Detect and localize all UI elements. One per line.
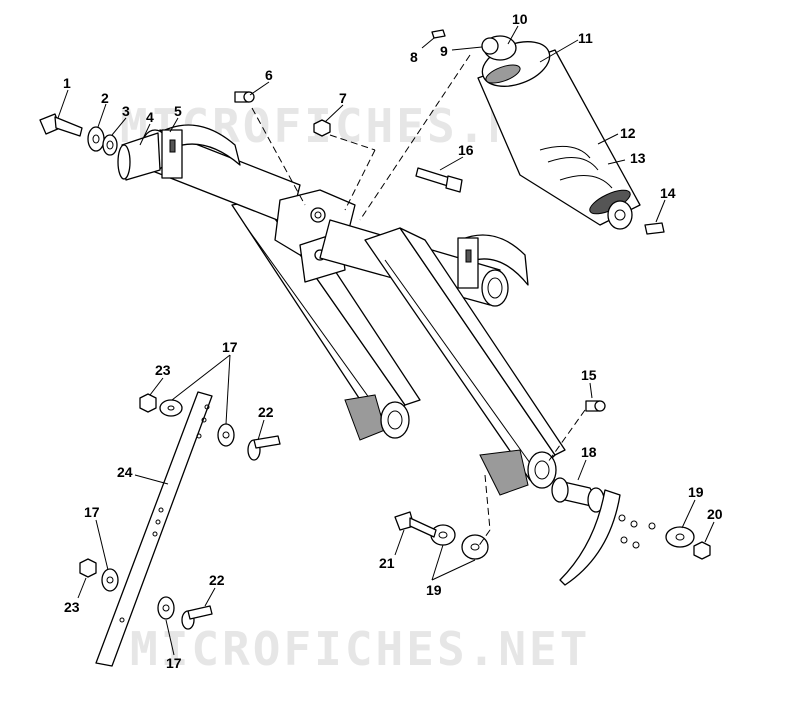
rear-torque-arm (319, 219, 566, 496)
pin-14 (644, 222, 665, 235)
limiter-strap-24 (95, 391, 213, 667)
callout-4: 4 (146, 109, 154, 125)
shock-absorber (477, 35, 641, 230)
washer-3 (102, 134, 118, 156)
washer-2 (87, 126, 105, 152)
bolt-1 (39, 113, 83, 137)
callout-19-right: 19 (688, 484, 704, 500)
watermark-bottom: MICROFICHES.NET (130, 622, 590, 676)
grease-fitting-6 (234, 91, 255, 103)
callout-15: 15 (581, 367, 597, 383)
nut-7 (313, 119, 331, 137)
callout-17-mid: 17 (84, 504, 100, 520)
washer-19-right (665, 526, 695, 548)
nut-20 (693, 541, 711, 560)
washer-17-b (217, 423, 235, 447)
bolt-16 (415, 167, 463, 193)
callout-17-top: 17 (222, 339, 238, 355)
callout-8: 8 (410, 49, 418, 65)
grease-fitting-15 (585, 400, 606, 412)
callout-1: 1 (63, 75, 71, 91)
callout-6: 6 (265, 67, 273, 83)
callout-3: 3 (122, 103, 130, 119)
callout-5: 5 (174, 103, 182, 119)
bolt-22-lower (181, 605, 213, 630)
front-torque-arm (117, 124, 421, 441)
washer-17-a (159, 399, 183, 417)
pin-8 (431, 29, 446, 39)
callout-12: 12 (620, 125, 636, 141)
bushing-18 (551, 477, 605, 513)
callout-2: 2 (101, 90, 109, 106)
callout-14: 14 (660, 185, 676, 201)
callout-19-left: 19 (426, 582, 442, 598)
nut-23-upper (139, 393, 157, 413)
leader-lines (57, 25, 715, 656)
callout-22-upper: 22 (258, 404, 274, 420)
washer-17-d (157, 596, 175, 620)
callouts: 1 2 3 4 5 6 7 8 9 10 11 12 13 14 15 16 1… (63, 11, 723, 671)
bolt-22-upper (247, 435, 281, 461)
callout-11: 11 (578, 30, 593, 46)
washer-19-left-b (461, 534, 489, 560)
callout-18: 18 (581, 444, 597, 460)
callout-13: 13 (630, 150, 646, 166)
callout-16: 16 (458, 142, 474, 158)
callout-24: 24 (117, 464, 133, 480)
callout-23-lower: 23 (64, 599, 80, 615)
nut-23-lower (79, 558, 97, 578)
callout-22-lower: 22 (209, 572, 225, 588)
callout-10: 10 (512, 11, 528, 27)
callout-7: 7 (339, 90, 347, 106)
callout-20: 20 (707, 506, 723, 522)
callout-9: 9 (440, 43, 448, 59)
rear-side-plate (559, 489, 621, 586)
callout-17-bottom: 17 (166, 655, 182, 671)
bolt-21 (394, 511, 437, 538)
callout-23-upper: 23 (155, 362, 171, 378)
washer-17-c (101, 568, 119, 592)
callout-21: 21 (379, 555, 395, 571)
